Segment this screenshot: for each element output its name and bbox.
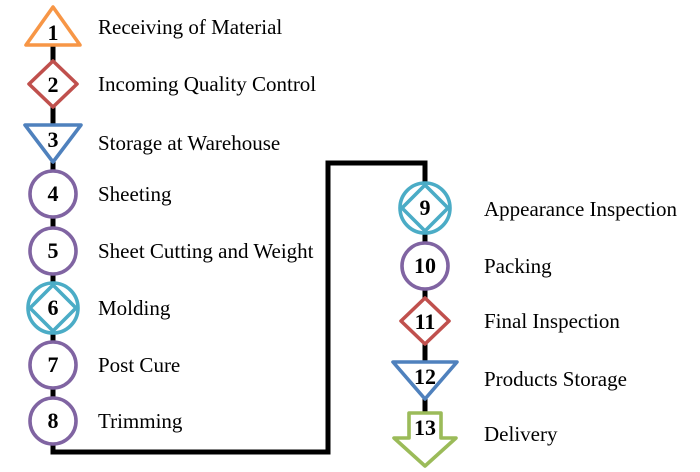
step-4-circle-shape: [28, 169, 78, 219]
step-3-triangle-down-shape: [23, 123, 83, 164]
step-7: 7 Post Cure: [28, 340, 180, 390]
step-2-diamond-shape: [27, 59, 79, 109]
step-4-number: 4: [48, 181, 59, 206]
step-9-inner-diamond: [400, 183, 450, 233]
step-10-number: 10: [414, 253, 436, 278]
step-7-number: 7: [48, 352, 59, 377]
step-13-arrow-down-shape: [392, 411, 458, 468]
step-2-label: Incoming Quality Control: [98, 72, 316, 96]
step-12: 12 Products Storage: [391, 360, 627, 401]
step-12-number: 12: [414, 364, 436, 389]
step-6-label: Molding: [98, 296, 171, 320]
step-8: 8 Trimming: [28, 396, 183, 446]
step-8-label: Trimming: [98, 409, 183, 433]
step-11-diamond-shape: [399, 296, 451, 346]
step-2: 2 Incoming Quality Control: [27, 59, 316, 109]
step-1-triangle-up-shape: [24, 5, 82, 47]
step-10-circle-shape: [400, 241, 450, 291]
step-8-number: 8: [48, 408, 59, 433]
step-13-number: 13: [414, 415, 436, 440]
step-3-label: Storage at Warehouse: [98, 131, 280, 155]
step-6-number: 6: [48, 295, 59, 320]
step-10: 10 Packing: [400, 241, 552, 291]
step-9-number: 9: [420, 195, 431, 220]
step-11: 11 Final Inspection: [399, 296, 620, 346]
step-3: 3 Storage at Warehouse: [23, 123, 280, 164]
step-10-label: Packing: [484, 254, 552, 278]
step-3-number: 3: [48, 127, 59, 152]
step-2-number: 2: [48, 72, 59, 97]
step-1-label: Receiving of Material: [98, 15, 282, 39]
step-12-triangle-down-shape: [391, 360, 459, 401]
step-5-label: Sheet Cutting and Weight: [98, 239, 314, 263]
step-12-label: Products Storage: [484, 367, 627, 391]
step-11-number: 11: [415, 309, 436, 334]
step-5-circle-shape: [28, 226, 78, 276]
step-9: 9 Appearance Inspection: [398, 181, 677, 235]
step-7-label: Post Cure: [98, 353, 180, 377]
step-9-label: Appearance Inspection: [484, 197, 677, 221]
step-7-circle-shape: [28, 340, 78, 390]
step-5: 5 Sheet Cutting and Weight: [28, 226, 314, 276]
step-11-label: Final Inspection: [484, 309, 620, 333]
step-13-label: Delivery: [484, 422, 558, 446]
step-13: 13 Delivery: [392, 411, 558, 468]
step-5-number: 5: [48, 238, 59, 263]
step-1-number: 1: [48, 20, 59, 45]
step-4-label: Sheeting: [98, 182, 172, 206]
step-4: 4 Sheeting: [28, 169, 172, 219]
step-6-inner-diamond: [28, 283, 78, 333]
step-8-circle-shape: [28, 396, 78, 446]
step-6: 6 Molding: [26, 281, 171, 335]
step-1: 1 Receiving of Material: [24, 5, 282, 47]
